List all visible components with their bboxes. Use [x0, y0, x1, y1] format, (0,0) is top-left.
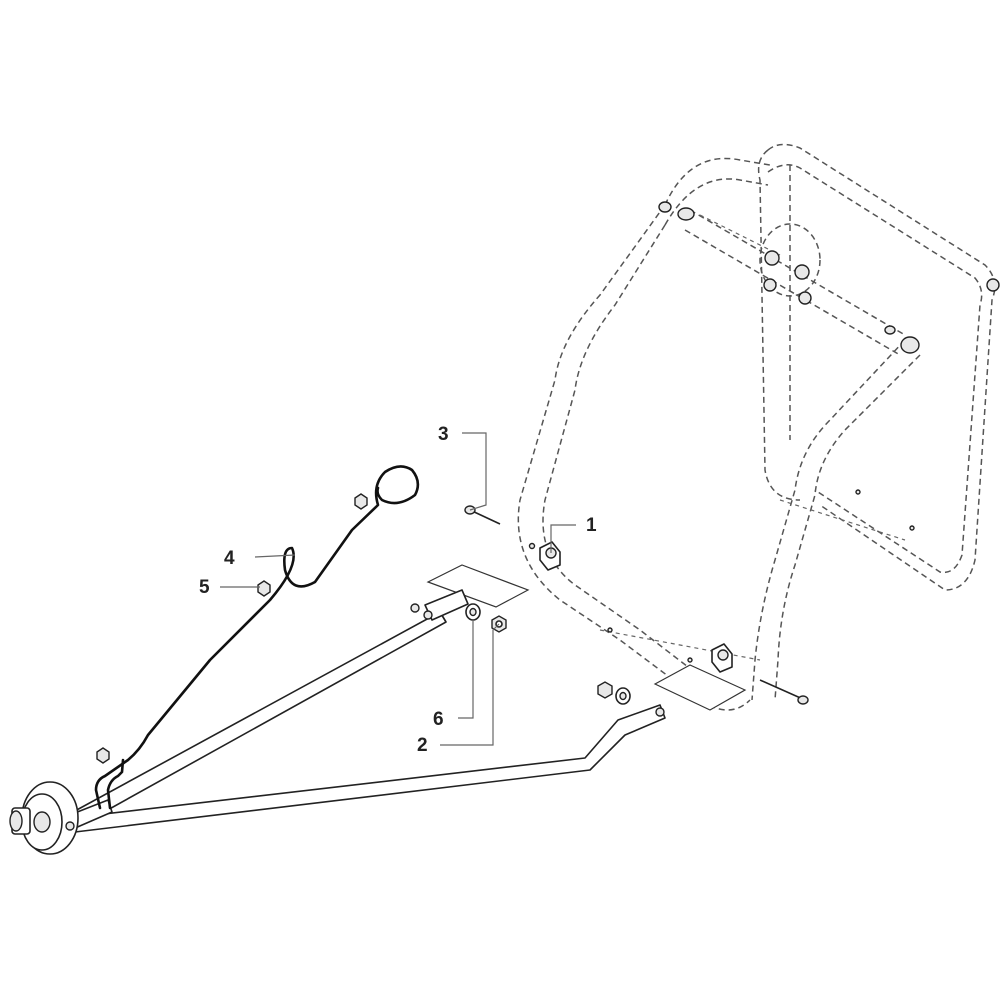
tow-bar: [61, 589, 666, 833]
mounting-plates: [426, 564, 747, 711]
cable: [94, 465, 420, 810]
washers-nuts: [96, 493, 631, 764]
pivot-bracket: [528, 541, 733, 673]
bolt: [464, 505, 809, 705]
hitch-roller: [9, 781, 79, 855]
callout-3: 3: [438, 424, 449, 445]
frame-outline: [517, 143, 1000, 711]
callout-2: 2: [417, 735, 428, 756]
leader-lines: [220, 432, 576, 746]
callout-1: 1: [586, 515, 597, 536]
callout-5: 5: [199, 577, 210, 598]
callouts: 1 2 3 4 5 6: [199, 424, 597, 756]
callout-6: 6: [433, 709, 444, 730]
callout-4: 4: [224, 548, 235, 569]
